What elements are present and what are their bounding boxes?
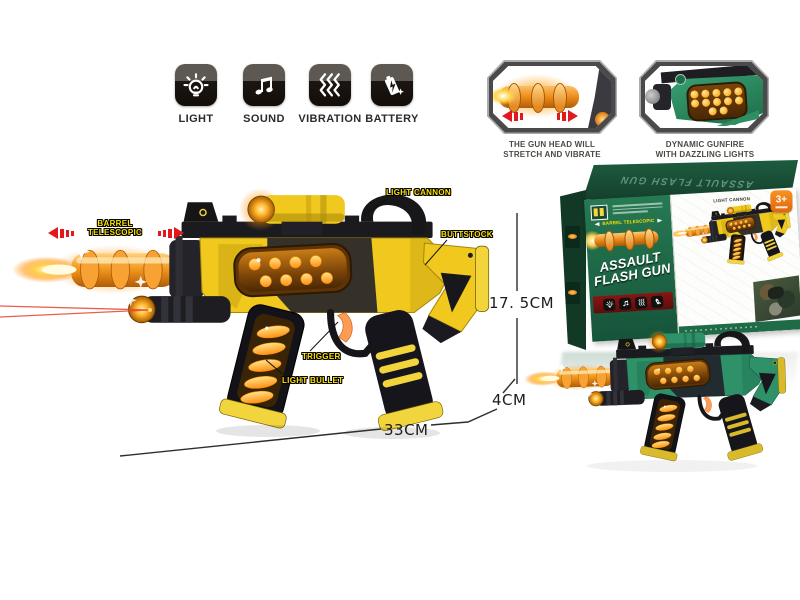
- box-white-panel: LIGHT CANNON 3+: [669, 187, 800, 337]
- callout-line: BARREL: [97, 219, 133, 228]
- box-side-thumbnail: [565, 226, 580, 248]
- dimension-height: 17. 5CM: [489, 294, 555, 312]
- callout-light-bullet: LIGHT BULLET: [282, 376, 344, 385]
- arrow-left-icon: [594, 221, 600, 226]
- box-feature-strip: [592, 291, 674, 314]
- box-green-panel: BARREL TELESCOPIC ASSAULT FLASH GUN: [584, 194, 679, 342]
- callout-line: TELESCOPIC: [87, 228, 143, 237]
- feature-label: BATTERY: [365, 113, 419, 125]
- box-side-panel: [560, 190, 586, 350]
- feature-label: VIBRATION: [298, 113, 362, 125]
- soldier-photo: [753, 275, 800, 323]
- caption-line: DYNAMIC GUNFIRE: [665, 140, 745, 149]
- stretch-arrows: [502, 109, 578, 123]
- barrel-arrow-left: [48, 227, 74, 239]
- arrow-right-icon: [657, 217, 663, 223]
- inset-art-receiver: [645, 66, 763, 128]
- age-badge: 3+: [770, 190, 793, 213]
- feature-sound: SOUND: [232, 64, 296, 125]
- inset-caption: THE GUN HEAD WILL STRETCH AND VIBRATE: [477, 140, 627, 159]
- vibration-waves-icon: [309, 64, 351, 106]
- callout-light-cannon: LIGHT CANNON: [386, 188, 451, 197]
- dimension-length: 33CM: [384, 421, 429, 439]
- box-title: ASSAULT FLASH GUN: [586, 248, 675, 289]
- light-bulb-icon: [175, 64, 217, 106]
- callout-buttstock: BUTTSTOCK: [441, 230, 493, 239]
- age-badge-text: 3+: [775, 193, 788, 205]
- feature-label: SOUND: [243, 113, 285, 125]
- music-notes-icon: [618, 296, 632, 310]
- feature-label: LIGHT: [178, 113, 214, 125]
- battery-icon: [650, 294, 664, 308]
- inset-dazzling-lights: [639, 60, 769, 134]
- feature-light: LIGHT: [164, 64, 228, 125]
- box-top-flap-text: ASSAULT FLASH GUN: [619, 173, 755, 189]
- battery-icon: [371, 64, 413, 106]
- inset-art-barrel: [493, 66, 611, 128]
- feature-vibration: VIBRATION: [298, 64, 362, 125]
- box-front-face: BARREL TELESCOPIC ASSAULT FLASH GUN: [584, 187, 800, 342]
- product-box: ASSAULT FLASH GUN BARREL TELESCOPIC: [556, 158, 800, 358]
- callout-trigger: TRIGGER: [302, 352, 341, 361]
- caption-line: STRETCH AND VIBRATE: [503, 149, 601, 159]
- inset-caption: DYNAMIC GUNFIRE WITH DAZZLING LIGHTS: [630, 140, 780, 159]
- callout-barrel-telescopic: BARREL TELESCOPIC: [76, 219, 154, 237]
- light-bulb-icon: [602, 297, 616, 311]
- dimension-grip-offset: 4CM: [492, 391, 527, 409]
- box-barrel-label-text: BARREL TELESCOPIC: [602, 217, 655, 226]
- inset-stretch-vibrate: [487, 60, 617, 134]
- box-fine-print: [612, 202, 663, 215]
- small-gun-green: [520, 323, 791, 477]
- vibration-waves-icon: [634, 295, 648, 309]
- music-notes-icon: [243, 64, 285, 106]
- caption-line: WITH DAZZLING LIGHTS: [655, 149, 755, 159]
- caption-line: THE GUN HEAD WILL: [508, 140, 596, 149]
- box-side-thumbnail: [565, 282, 580, 304]
- barrel-arrow-right: [158, 227, 184, 239]
- brand-logo: [590, 204, 609, 221]
- feature-battery: BATTERY: [360, 64, 424, 125]
